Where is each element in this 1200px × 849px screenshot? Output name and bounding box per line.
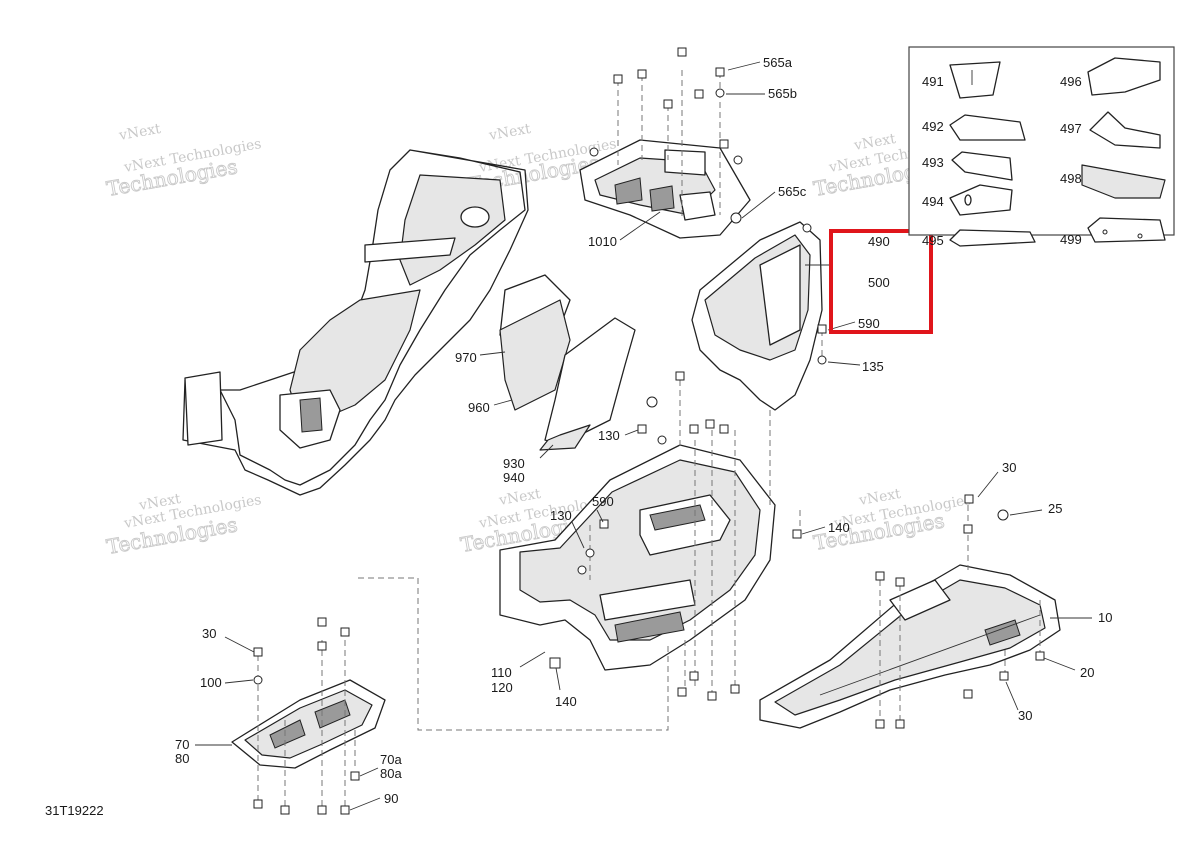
label-490: 490 (868, 234, 890, 249)
label-30-top: 30 (1002, 460, 1016, 475)
inset-label-491: 491 (922, 74, 944, 89)
fasteners (253, 47, 1045, 815)
svg-text:vNext: vNext (117, 121, 162, 144)
label-30-left: 30 (202, 626, 216, 641)
inset-label-492: 492 (922, 119, 944, 134)
callout-labels: 565a 565b 565c 1010 490 500 590 135 970 … (45, 55, 1112, 818)
label-80: 80 (175, 751, 189, 766)
svg-text:vNext: vNext (137, 491, 182, 514)
label-10: 10 (1098, 610, 1112, 625)
label-590-upper: 590 (858, 316, 880, 331)
label-70a: 70a (380, 752, 402, 767)
rear-rack-1010 (579, 139, 751, 239)
inset-label-496: 496 (1060, 74, 1082, 89)
inset-label-495: 495 (922, 233, 944, 248)
svg-text:vNext: vNext (857, 486, 902, 509)
assembly-lines (257, 70, 1041, 808)
label-565b: 565b (768, 86, 797, 101)
label-120: 120 (491, 680, 513, 695)
svg-text:vNext: vNext (487, 121, 532, 144)
highlight-box (829, 229, 933, 334)
footrest-70-80 (231, 679, 386, 769)
label-130-lower: 130 (550, 508, 572, 523)
label-500: 500 (868, 275, 890, 290)
label-565a: 565a (763, 55, 793, 70)
label-565c: 565c (778, 184, 807, 199)
watermark-4: vNext vNext Technologies Technologies (104, 491, 262, 560)
label-130-upper: 130 (598, 428, 620, 443)
label-110: 110 (491, 665, 512, 680)
inset-label-494: 494 (922, 194, 944, 209)
label-20: 20 (1080, 665, 1094, 680)
label-140-left: 140 (555, 694, 577, 709)
diagram-code: 31T19222 (45, 803, 104, 818)
skid-plate-10 (759, 564, 1061, 729)
right-fender-490-500 (691, 221, 823, 411)
label-25: 25 (1048, 501, 1062, 516)
label-930: 930 (503, 456, 525, 471)
leader-lines (195, 61, 1092, 811)
label-940: 940 (503, 470, 525, 485)
label-590-lower: 590 (592, 494, 614, 509)
label-1010: 1010 (588, 234, 617, 249)
label-140-right: 140 (828, 520, 850, 535)
side-panel-930-940 (539, 317, 636, 451)
label-135: 135 (862, 359, 884, 374)
svg-text:vNext: vNext (497, 486, 542, 509)
label-970: 970 (455, 350, 477, 365)
label-90: 90 (384, 791, 398, 806)
label-960: 960 (468, 400, 490, 415)
watermark-1: vNext vNext Technologies Technologies (104, 121, 262, 202)
label-30-bottom: 30 (1018, 708, 1032, 723)
inset-labels: 491 492 493 494 495 496 497 498 499 (922, 74, 1082, 248)
rear-body-shell (182, 149, 529, 496)
inset-label-493: 493 (922, 155, 944, 170)
label-80a: 80a (380, 766, 402, 781)
inset-label-498: 498 (1060, 171, 1082, 186)
label-70: 70 (175, 737, 189, 752)
svg-text:vNext: vNext (852, 131, 897, 154)
inset-label-497: 497 (1060, 121, 1082, 136)
side-panel-960 (499, 299, 571, 411)
inset-label-499: 499 (1060, 232, 1082, 247)
inset-panel: 491 492 493 494 495 496 497 498 499 (908, 46, 1175, 248)
footwell-110-120 (499, 444, 776, 671)
label-100: 100 (200, 675, 222, 690)
